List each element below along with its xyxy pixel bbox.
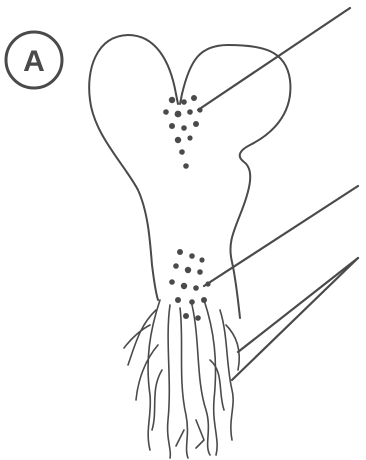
rhizoids: [124, 300, 239, 458]
pointer-line-middle: [204, 186, 358, 286]
thallus-outline: [89, 35, 290, 318]
panel-label: A: [6, 32, 62, 88]
pointer-line-lower-b: [232, 258, 358, 380]
panel-label-text: A: [23, 45, 45, 78]
pointer-line-upper: [198, 8, 350, 110]
apical-notch: [176, 94, 182, 104]
apical-cell-cluster: [163, 95, 202, 169]
pointer-line-lower-a: [238, 258, 358, 352]
